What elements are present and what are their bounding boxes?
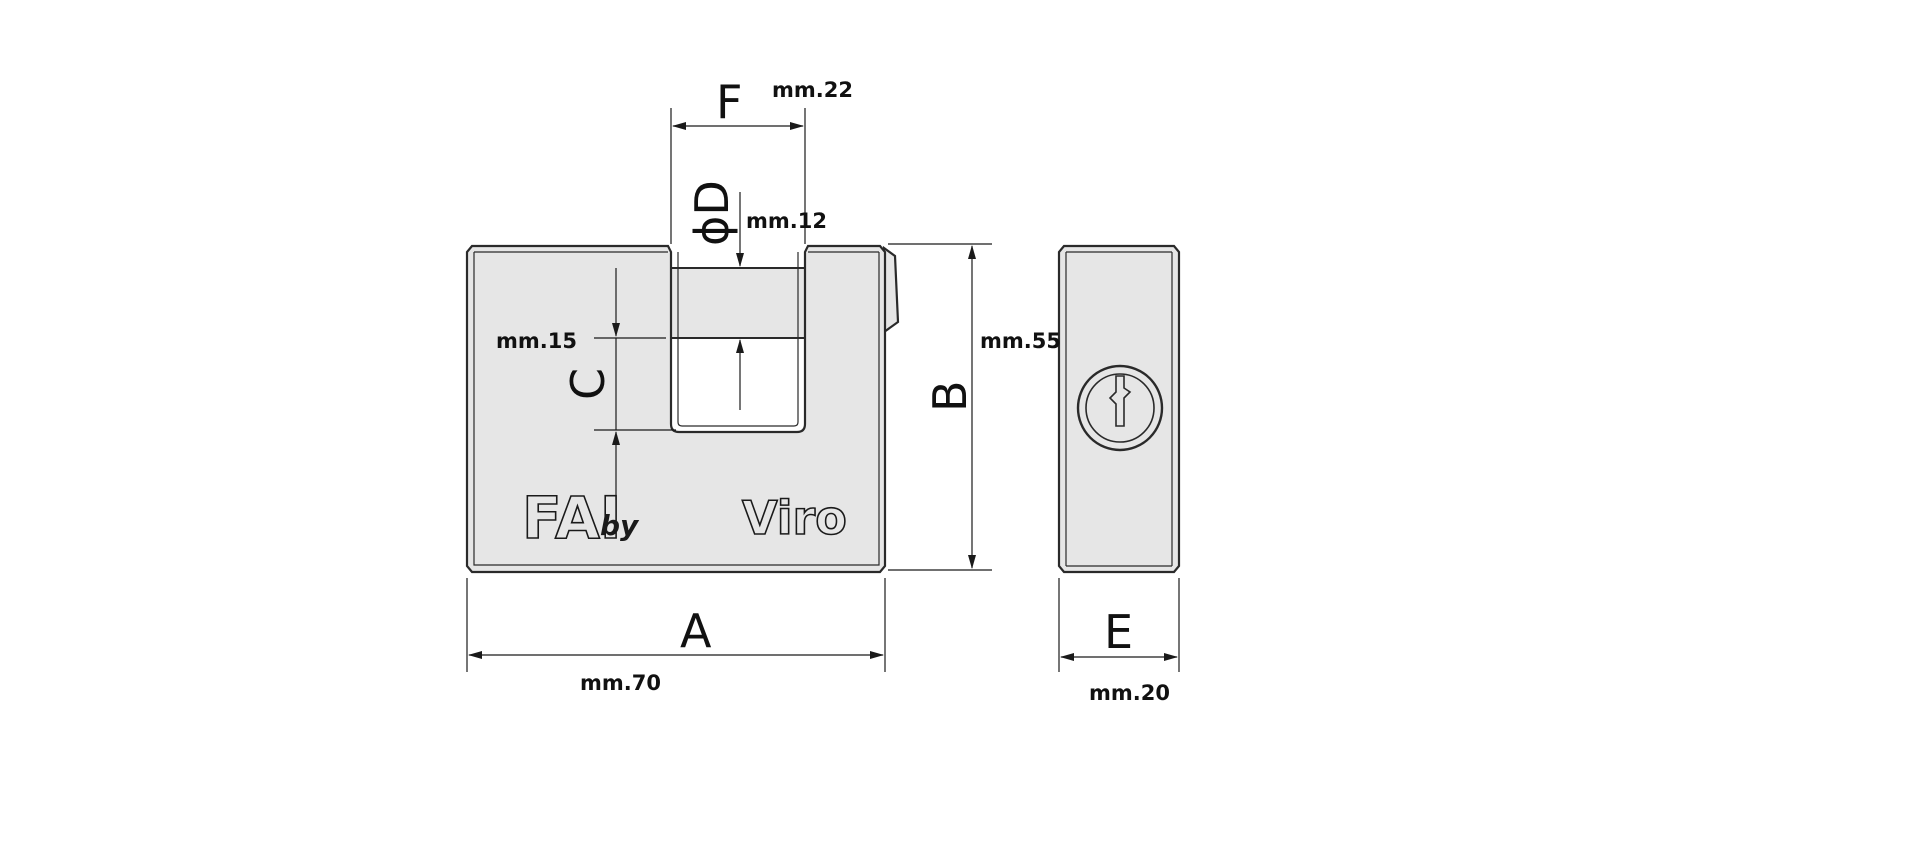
dim-e-value: mm.20 [1089, 681, 1170, 705]
padlock-body [465, 244, 887, 574]
dimension-values: mm.70 mm.55 mm.15 mm.12 mm.20 mm.22 [496, 78, 1170, 705]
by-text: by [600, 509, 640, 542]
dim-a-letter: A [680, 604, 712, 658]
dim-a-value: mm.70 [580, 671, 661, 695]
dim-d-letter: ϕD [685, 180, 739, 246]
shackle-bar [670, 267, 806, 339]
dim-b-letter: B [923, 380, 977, 412]
fai-logo: FAI [522, 484, 621, 552]
dim-e-letter: E [1104, 605, 1133, 659]
padlock-side-view [1057, 244, 1181, 574]
opening-bevel [677, 252, 799, 427]
padlock-front-view [465, 244, 900, 574]
dimension-lines [466, 108, 1180, 672]
brand-marks: FAI by Viro [521, 483, 847, 553]
dim-c-value: mm.15 [496, 329, 577, 353]
dimension-letters: A B C ϕD E F [561, 75, 1133, 659]
keyway-icon [1108, 375, 1132, 427]
body-bevel [473, 252, 880, 566]
dim-f-letter: F [716, 75, 742, 129]
viro-logo: Viro [742, 491, 847, 545]
dim-f-value: mm.22 [772, 78, 853, 102]
dim-b-value: mm.55 [980, 329, 1061, 353]
dim-c-letter: C [561, 368, 615, 400]
dim-d-value: mm.12 [746, 209, 827, 233]
key-cylinder-inner [1085, 373, 1155, 443]
